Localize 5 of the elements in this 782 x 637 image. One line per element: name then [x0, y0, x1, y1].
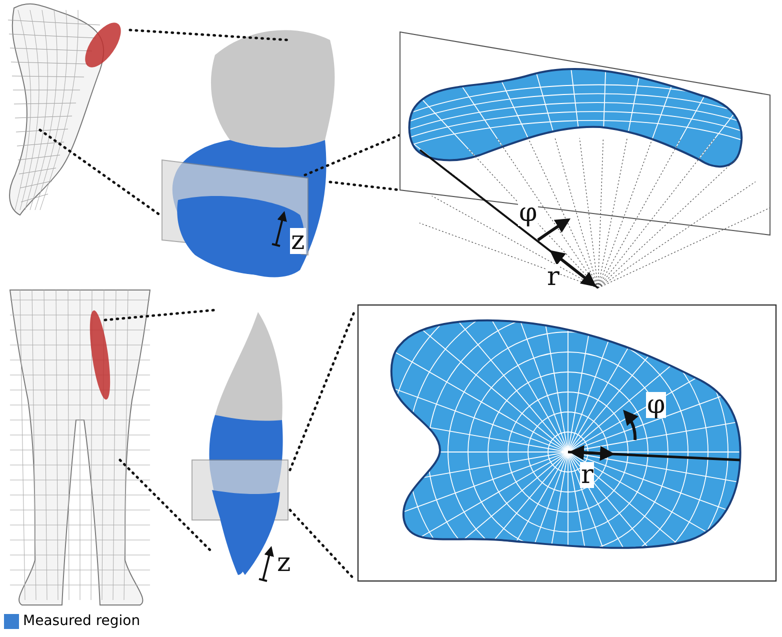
axis-label: z: [290, 228, 306, 254]
angle-label: φ: [518, 200, 538, 226]
legend-text: Measured region: [23, 613, 140, 629]
angle-label: φ: [646, 392, 666, 418]
radius-label: r: [580, 462, 594, 488]
